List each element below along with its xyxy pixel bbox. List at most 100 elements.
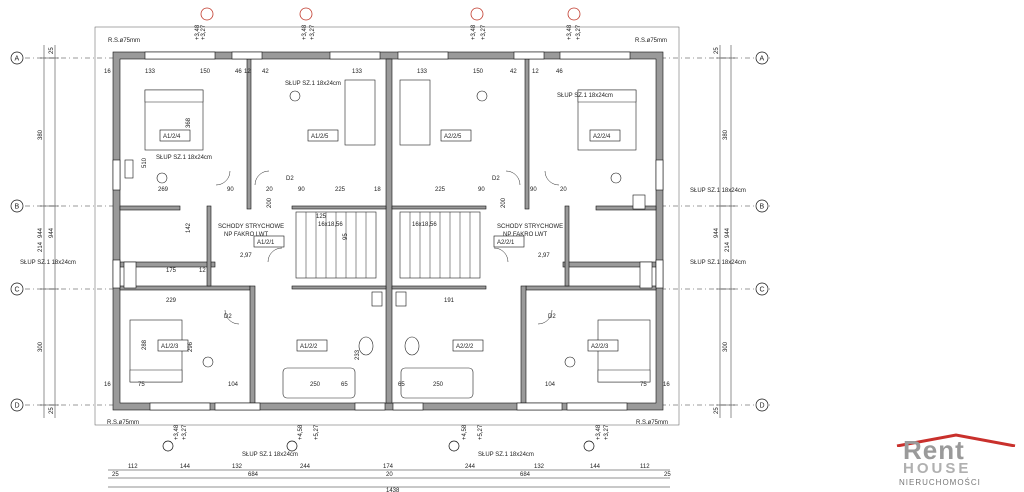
dims-inner-21: 296 <box>188 341 194 352</box>
bottom-dimension-lines <box>108 469 670 488</box>
axis-label-d-right: D <box>760 403 765 410</box>
dims-inner-25: 233 <box>355 349 361 360</box>
dims-top-8: 150 <box>473 69 484 75</box>
dim-left-944b: 944 <box>49 227 55 238</box>
dims-inner-12: 200 <box>267 197 273 208</box>
column-label-bottom-right: SŁUP SZ.1 18x24cm <box>478 452 534 458</box>
column-label-far-left: SŁUP SZ.1 18x24cm <box>20 260 76 266</box>
door-tag-4: D2 <box>548 314 556 320</box>
axis-label-a-left: A <box>15 56 20 63</box>
dims-top-1: 133 <box>145 69 156 75</box>
levels-top-3: +3,48 <box>302 24 308 40</box>
room-tag-box-a2-2-5 <box>440 129 472 142</box>
dims-bottom1-8: 112 <box>640 464 650 470</box>
room-tag-a1-2-4: A1/2/4 <box>163 134 181 140</box>
dims-inner-16: 142 <box>186 222 192 233</box>
dims-inner-3: 90 <box>227 187 234 193</box>
dims-inner-24: 191 <box>444 298 455 304</box>
axis-bubbles-left <box>10 51 24 412</box>
levels-top-2: +3,27 <box>310 24 316 40</box>
bathtubs <box>282 336 474 399</box>
dim-right-944b: 944 <box>725 227 731 238</box>
levels-bottom-3: +5,27 <box>314 424 320 440</box>
levels-top-4: +3,27 <box>481 24 487 40</box>
dim-left-25-top: 25 <box>49 47 55 54</box>
stair-size-right: 16x18,56 <box>412 222 437 228</box>
dim-right-25-bottom: 25 <box>714 407 720 414</box>
dims-inner-30: 104 <box>545 382 556 388</box>
rs-label-se: R.S.ø75mm <box>636 420 668 426</box>
stair-size-left: 16x18,56 <box>318 222 343 228</box>
dims-inner-11: 20 <box>560 187 567 193</box>
dims-top-11: 46 <box>556 69 563 75</box>
levels-bottom-2: +4,58 <box>298 424 304 440</box>
room-tag-a1-2-5: A1/2/5 <box>311 134 329 140</box>
levels-top-7: +3,48 <box>567 24 573 40</box>
dims-bottom2-1: 684 <box>248 472 259 478</box>
door-tag-3: D2 <box>224 314 232 320</box>
dims-inner-32: 16 <box>104 382 111 388</box>
levels-top-1: +3,48 <box>195 24 201 40</box>
level-297-right: 2,97 <box>538 253 550 259</box>
dims-top-0: 16 <box>104 69 111 75</box>
windows-side <box>112 159 664 289</box>
dims-top-9: 42 <box>510 69 517 75</box>
dims-bottom2-4: 25 <box>664 472 671 478</box>
stairs-label-left-1: SCHODY STRYCHOWE <box>218 224 284 230</box>
dims-inner-17: 175 <box>166 268 177 274</box>
dim-right-300: 300 <box>723 341 729 352</box>
levels-top: +3,27+3,48+3,27+3,48+3,27+3,48+3,27+3,48 <box>195 24 582 40</box>
dims-top-3: 46 <box>235 69 242 75</box>
levels-bottom: +3,48+3,27+4,58+5,27+4,58+5,27+3,48+3,27 <box>174 424 610 440</box>
dim-left-300: 300 <box>38 341 44 352</box>
rs-label-sw: R.S.ø75mm <box>107 420 139 426</box>
levels-top-0: +3,27 <box>201 24 207 40</box>
dim-right-25-top: 25 <box>714 47 720 54</box>
dim-left-380: 380 <box>38 129 44 140</box>
column-label-far-right: SŁUP SZ.1 18x24cm <box>690 260 746 266</box>
dims-bottom1-2: 132 <box>232 464 243 470</box>
dims-inner-20: 288 <box>142 339 148 350</box>
logo-text-sub: NIERUCHOMOŚCI <box>899 478 981 487</box>
dims-bottom2-0: 25 <box>112 472 119 478</box>
axis-label-b-left: B <box>15 204 20 211</box>
room-tag-a2-2-5: A2/2/5 <box>444 134 462 140</box>
right-dimension-lines <box>716 45 735 418</box>
stairs-label-right-1: SCHODY STRYCHOWE <box>497 224 563 230</box>
dims-bottom1-3: 244 <box>300 464 311 470</box>
dims-bottom1-4: 174 <box>383 464 394 470</box>
room-tag-box-a1-2-3 <box>157 339 189 352</box>
room-tag-a1-2-1: A1/2/1 <box>257 240 275 246</box>
room-tag-box-a1-2-2 <box>296 339 328 352</box>
dims-inner-13: 200 <box>501 197 507 208</box>
logo-text-rent: Rent <box>903 435 965 465</box>
dims-top-10: 12 <box>532 69 539 75</box>
dims-inner-6: 225 <box>335 187 346 193</box>
levels-bottom-7: +3,27 <box>604 424 610 440</box>
section-markers-bottom <box>162 440 595 452</box>
room-tag-a2-2-2: A2/2/2 <box>456 344 474 350</box>
stairs-label-right-2: NP FAKRO LWT <box>503 232 547 238</box>
dims-inner-22: 250 <box>310 382 321 388</box>
door-tag-1: D2 <box>286 176 294 182</box>
axis-label-b-right: B <box>760 204 765 211</box>
dims-bottom1-6: 132 <box>534 464 545 470</box>
dims-top-4: 12 <box>244 69 251 75</box>
sheet-frame <box>94 26 680 426</box>
dims-top-2: 150 <box>200 69 211 75</box>
rent-house-logo: Rent HOUSE NIERUCHOMOŚCI <box>895 433 1017 489</box>
dim-right-214: 214 <box>725 241 731 252</box>
dims-inner-7: 225 <box>435 187 446 193</box>
dim-left-214: 214 <box>38 241 44 252</box>
levels-top-5: +3,48 <box>471 24 477 40</box>
dim-bottom-total: 1438 <box>386 488 400 492</box>
dims-inner-31: 75 <box>640 382 647 388</box>
room-tag-box-a2-2-2 <box>452 339 484 352</box>
door-tag-2: D2 <box>492 176 500 182</box>
axis-label-c-right: C <box>760 287 765 294</box>
